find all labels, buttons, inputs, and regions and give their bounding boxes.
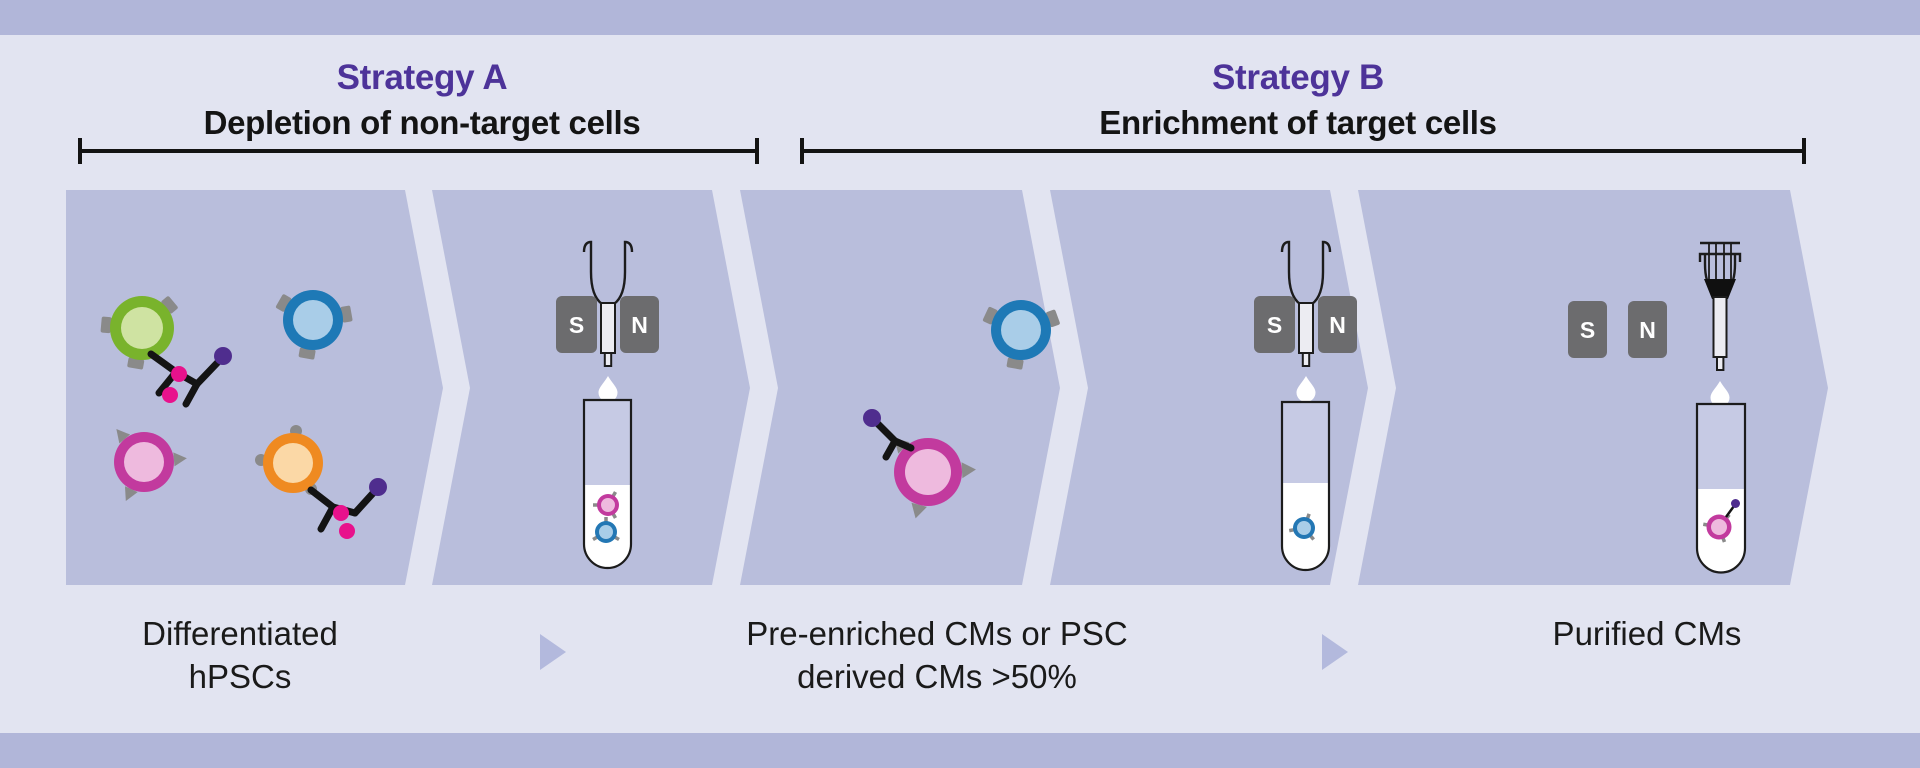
magenta-bead xyxy=(162,387,178,403)
step-arrow-icon xyxy=(540,634,566,670)
label-line: hPSCs xyxy=(188,658,292,695)
magenta-cell-small xyxy=(593,491,619,519)
blue-cell xyxy=(982,300,1060,370)
magenta-cell xyxy=(114,429,187,501)
droplet-icon xyxy=(598,376,618,402)
separation-column-icon xyxy=(1280,240,1332,367)
panel-purified xyxy=(1358,190,1828,585)
blue-cell-small xyxy=(1288,513,1315,541)
collection-tube xyxy=(1280,400,1331,572)
panel-differentiated-hpscs xyxy=(66,190,443,585)
label-line: Differentiated xyxy=(142,615,338,652)
enrichment-column-art: S N xyxy=(1254,240,1357,572)
purple-bead xyxy=(863,409,881,427)
label-line: derived CMs >50% xyxy=(797,658,1077,695)
collection-tube xyxy=(582,398,633,570)
magnet-south-label: S xyxy=(569,312,584,338)
magenta-bead xyxy=(333,505,349,521)
bottom-band xyxy=(0,733,1920,768)
antibody-bead-complex xyxy=(307,478,387,539)
antibody-bead-complex xyxy=(863,409,915,461)
magnet-south-label: S xyxy=(1267,312,1282,338)
label-line: Purified CMs xyxy=(1552,615,1742,652)
magnet-south-label: S xyxy=(1580,317,1595,343)
strategy-b-subtitle: Enrichment of target cells xyxy=(1099,104,1497,141)
panel-depletion-column xyxy=(432,190,750,585)
strategy-a-span-bracket xyxy=(78,138,759,164)
depletion-column-art: S N xyxy=(556,240,659,570)
blue-cell xyxy=(275,290,353,360)
purified-art: S N xyxy=(1568,241,1747,574)
magnet-north xyxy=(1318,296,1357,353)
blue-cell-small xyxy=(592,517,620,543)
magenta-bead xyxy=(171,366,187,382)
droplet-icon xyxy=(1296,376,1316,402)
strategy-a-subtitle: Depletion of non-target cells xyxy=(203,104,641,141)
separation-column-icon xyxy=(582,240,634,367)
label-line: Pre-enriched CMs or PSC xyxy=(746,615,1128,652)
magnet-south xyxy=(556,296,597,353)
collection-tube xyxy=(1695,402,1747,574)
top-band xyxy=(0,0,1920,35)
strategy-b-title: Strategy B xyxy=(1211,58,1385,97)
magnet-north-label: N xyxy=(1639,317,1656,343)
strategy-b-span-bracket xyxy=(800,138,1806,164)
magnet-south xyxy=(1568,301,1607,358)
magenta-bead xyxy=(339,523,355,539)
antibody-bead-complex xyxy=(147,347,232,408)
differentiated-hpscs-art xyxy=(100,290,387,539)
droplet-icon xyxy=(1710,381,1730,407)
step-arrow-icon xyxy=(1322,634,1348,670)
pink-cell xyxy=(894,438,976,519)
label-purified-cms: Purified CMs xyxy=(1553,612,1742,655)
label-differentiated-hpscs: Differentiated hPSCs xyxy=(142,612,338,698)
strategy-a-title: Strategy A xyxy=(336,58,508,97)
magnet-north-label: N xyxy=(631,312,648,338)
purple-bead xyxy=(369,478,387,496)
purple-bead xyxy=(1731,499,1740,508)
orange-cell xyxy=(255,425,323,495)
magnet-north xyxy=(620,296,659,353)
panel-pre-enriched xyxy=(740,190,1060,585)
plunger-column-icon xyxy=(1698,241,1742,371)
magnet-north-label: N xyxy=(1329,312,1346,338)
chevron-panels xyxy=(66,190,1828,585)
pink-cell-small xyxy=(1702,513,1732,543)
magnet-north xyxy=(1628,301,1667,358)
pre-enriched-art xyxy=(863,300,1060,519)
purple-bead xyxy=(214,347,232,365)
label-pre-enriched-cms: Pre-enriched CMs or PSC derived CMs >50% xyxy=(746,612,1127,698)
green-cell xyxy=(100,296,178,370)
magnet-south xyxy=(1254,296,1295,353)
